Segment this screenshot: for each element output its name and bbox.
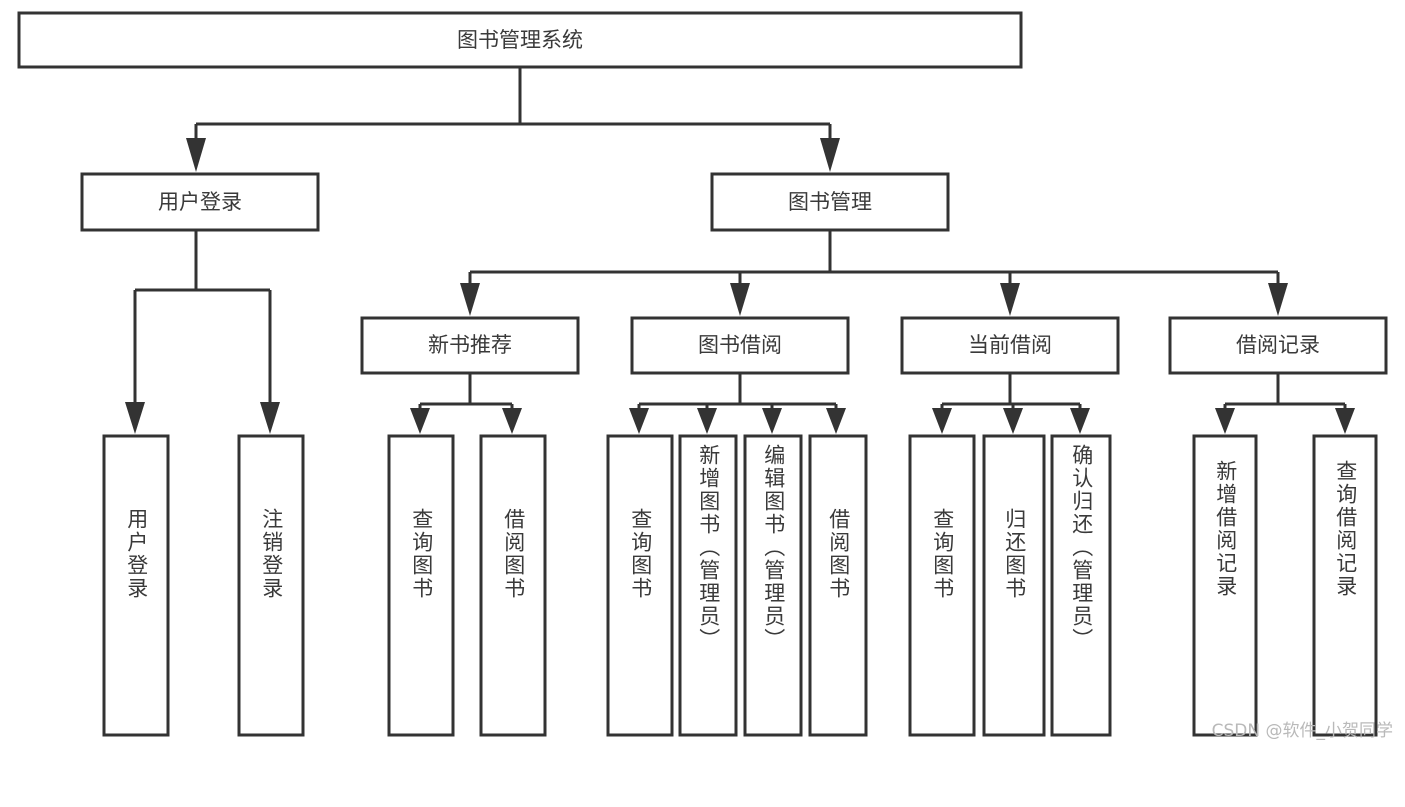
node-book-borrow[interactable]: 图书借阅 [630, 316, 850, 375]
node-current-borrow[interactable]: 当前借阅 [900, 316, 1120, 375]
node-borrow-record-label: 借阅记录 [1236, 333, 1320, 357]
node-book-borrow-box[interactable] [630, 316, 850, 375]
leaf-box-add-book[interactable] [678, 434, 738, 737]
node-user-login-box[interactable] [80, 172, 320, 232]
node-book-manage-label: 图书管理 [788, 190, 872, 214]
node-user-login-label: 用户登录 [158, 190, 242, 214]
node-new-book-recommend[interactable]: 新书推荐 [360, 316, 580, 375]
arrow-head-leaf-query-book-2 [629, 408, 649, 434]
connector-borrow-record-to-leaves [1215, 373, 1355, 434]
diagram-canvas: 图书管理系统 用户登录 图书管理 新书推荐 图书借阅 当前借阅 借阅记录 [17, 11, 1388, 737]
node-book-manage[interactable]: 图书管理 [710, 172, 950, 232]
node-borrow-record[interactable]: 借阅记录 [1168, 316, 1388, 375]
leaf-box-confirm-return[interactable] [1050, 434, 1112, 737]
arrow-head-leaf-logout [260, 402, 280, 434]
leaf-box-borrow-book-1[interactable] [479, 434, 547, 737]
arrow-head-leaf-add-record [1215, 408, 1235, 434]
connector-book-manage-to-level3 [460, 230, 1288, 316]
arrow-head-leaf-borrow-book-2 [826, 408, 846, 434]
arrow-head-leaf-user-login [125, 402, 145, 434]
leaf-box-add-record[interactable] [1192, 434, 1258, 737]
node-root[interactable]: 图书管理系统 [17, 11, 1023, 69]
connector-current-borrow-to-leaves [932, 373, 1090, 434]
leaf-box-query-record[interactable] [1312, 434, 1378, 737]
node-book-manage-box[interactable] [710, 172, 950, 232]
connector-root-to-level2 [186, 67, 840, 172]
node-book-borrow-label: 图书借阅 [698, 333, 782, 357]
connector-new-book-to-leaves [410, 373, 522, 434]
leaf-box-query-book-1[interactable] [387, 434, 455, 737]
leaf-box-return-book[interactable] [982, 434, 1046, 737]
arrow-head-leaf-confirm-return [1070, 408, 1090, 434]
leaf-box-query-book-3[interactable] [908, 434, 976, 737]
node-current-borrow-label: 当前借阅 [968, 333, 1052, 357]
node-user-login[interactable]: 用户登录 [80, 172, 320, 232]
arrow-head-leaf-edit-book [762, 408, 782, 434]
arrow-head-new-book [460, 283, 480, 316]
arrow-head-leaf-return-book [1003, 408, 1023, 434]
node-root-box[interactable] [17, 11, 1023, 69]
arrow-head-leaf-query-book-3 [932, 408, 952, 434]
arrow-head-borrow-record [1268, 283, 1288, 316]
leaf-box-logout[interactable] [237, 434, 305, 737]
node-current-borrow-box[interactable] [900, 316, 1120, 375]
arrow-head-book-borrow [730, 283, 750, 316]
connector-user-login-to-leaves [125, 230, 280, 434]
arrow-head-user-login [186, 138, 206, 172]
node-borrow-record-box[interactable] [1168, 316, 1388, 375]
node-new-book-recommend-box[interactable] [360, 316, 580, 375]
arrow-head-leaf-query-book-1 [410, 408, 430, 434]
node-new-book-recommend-label: 新书推荐 [428, 333, 512, 357]
arrow-head-current-borrow [1000, 283, 1020, 316]
arrow-head-book-manage [820, 138, 840, 172]
leaf-box-borrow-book-2[interactable] [808, 434, 868, 737]
arrow-head-leaf-add-book [697, 408, 717, 434]
leaf-box-user-login[interactable] [102, 434, 170, 737]
hierarchy-diagram: 图书管理系统 用户登录 图书管理 新书推荐 图书借阅 当前借阅 借阅记录 [17, 11, 1393, 741]
arrow-head-leaf-query-record [1335, 408, 1355, 434]
node-root-label: 图书管理系统 [457, 28, 583, 52]
leaf-box-edit-book[interactable] [743, 434, 803, 737]
arrow-head-leaf-borrow-book-1 [502, 408, 522, 434]
leaf-box-query-book-2[interactable] [606, 434, 674, 737]
connector-book-borrow-to-leaves [629, 373, 846, 434]
